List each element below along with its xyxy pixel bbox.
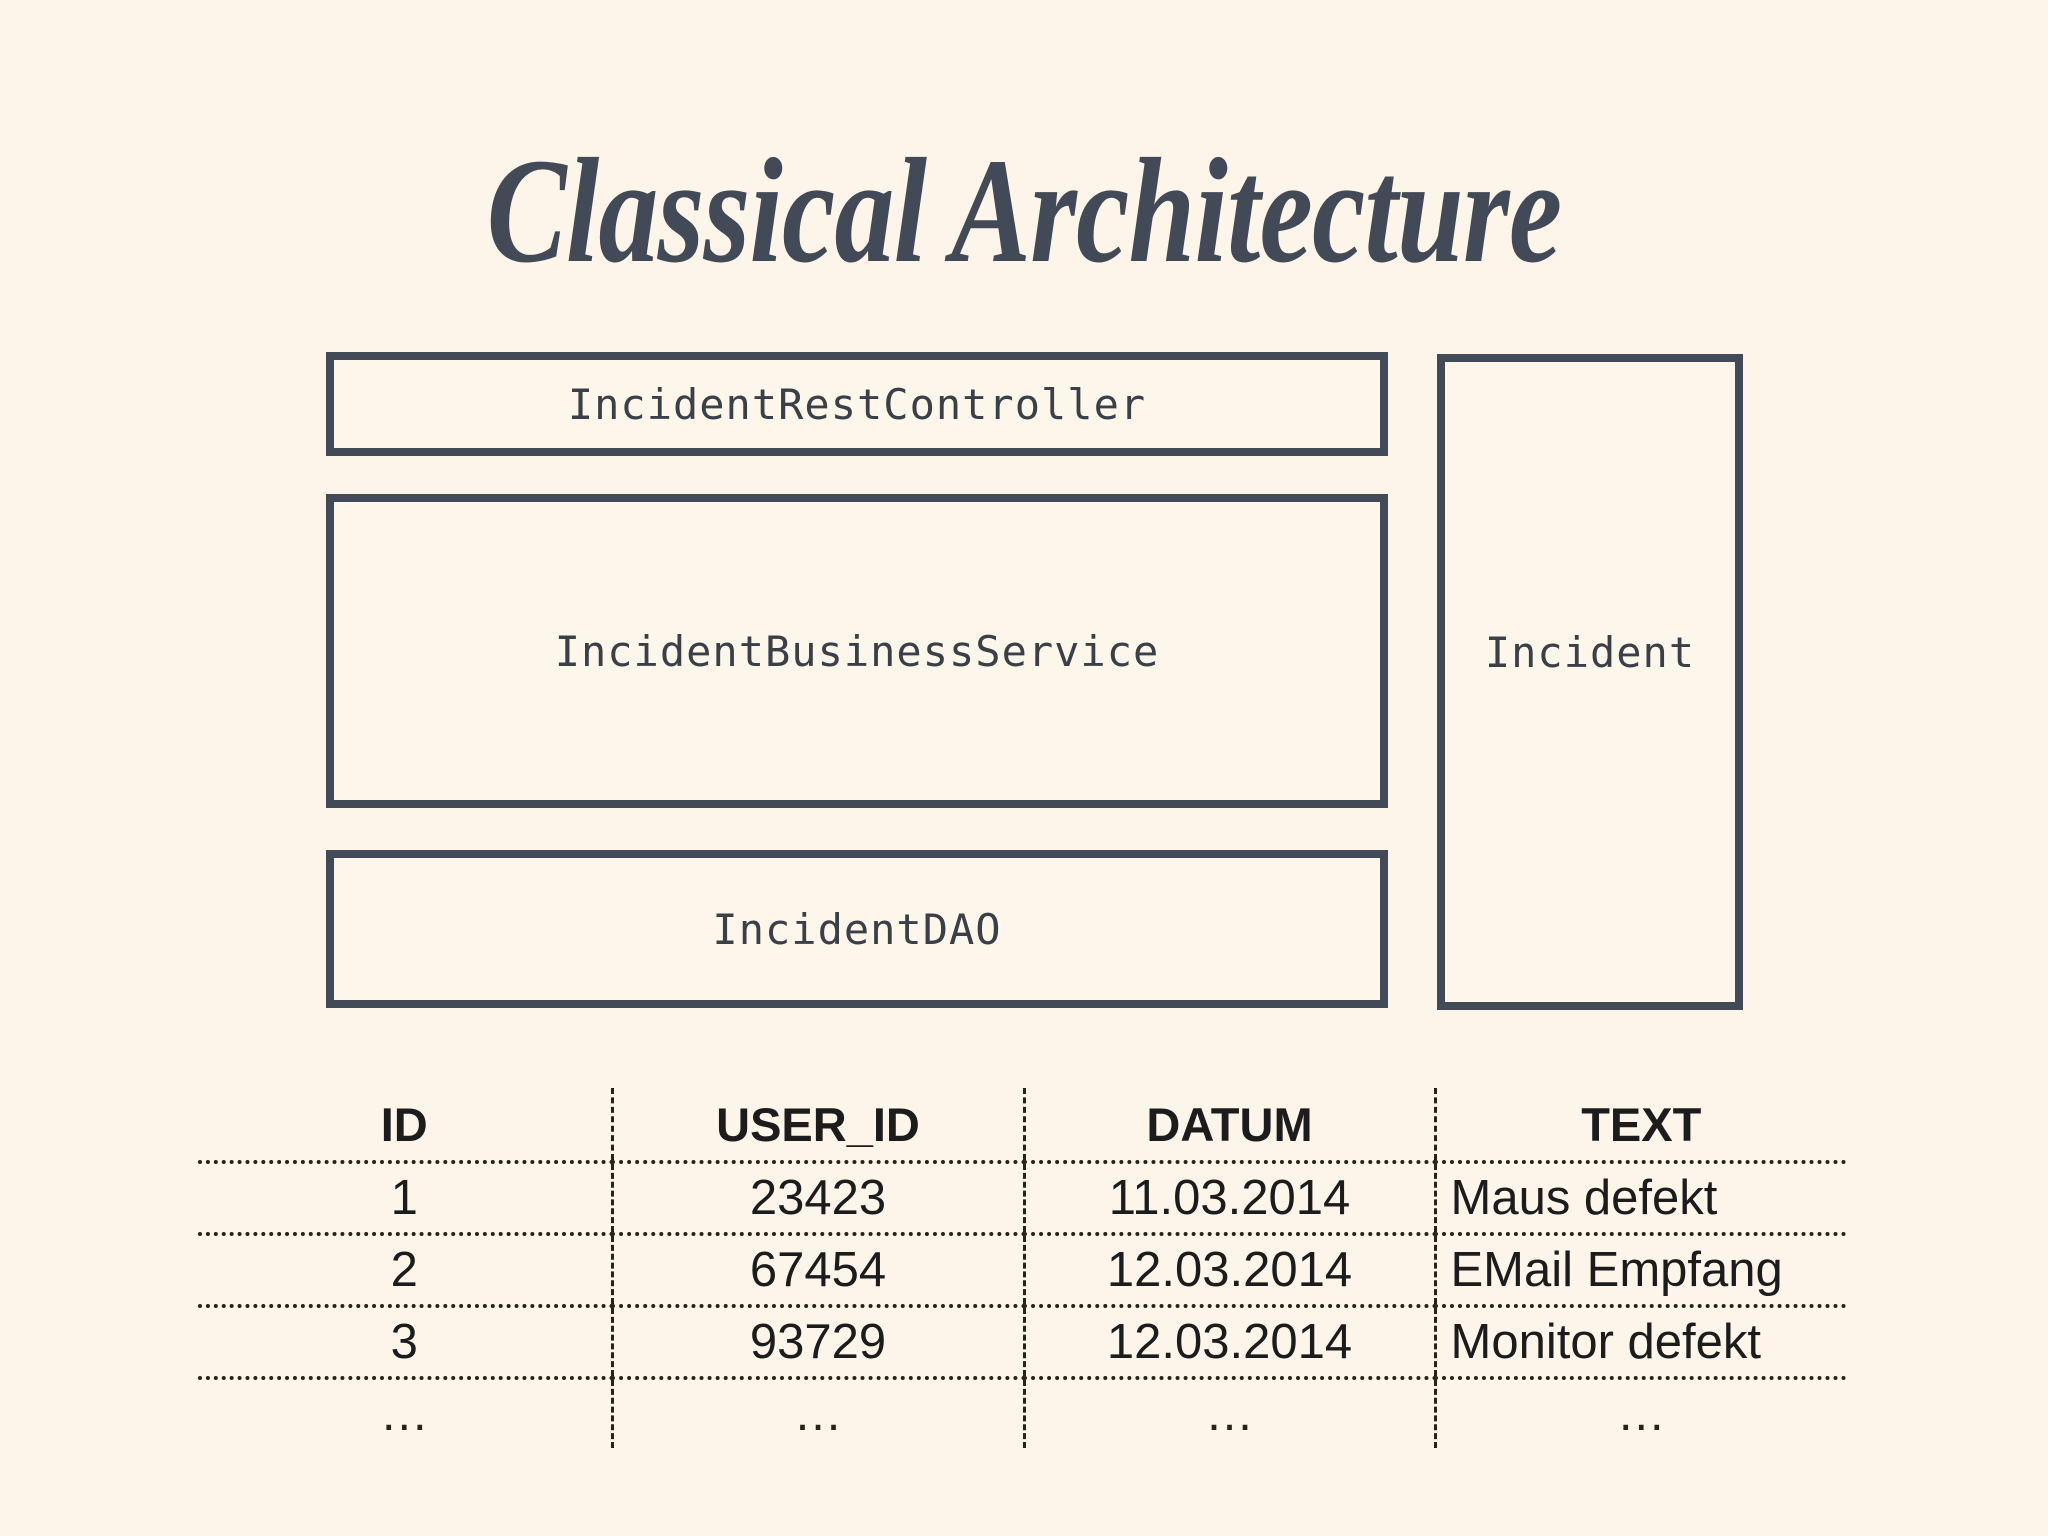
entity-label-incident: Incident (1484, 628, 1696, 677)
column-header-text: TEXT (1581, 1097, 1702, 1151)
table-row: 2 67454 12.03.2014 EMail Empfang (198, 1234, 1846, 1306)
incident-database-table: ID USER_ID DATUM TEXT 1 23423 11.03.2014… (198, 1088, 1846, 1448)
column-header-id: ID (198, 1088, 614, 1162)
cell-datum: 12.03.2014 (1024, 1234, 1437, 1306)
cell-user-id-ellipsis: … (612, 1378, 1026, 1448)
table-row: 3 93729 12.03.2014 Monitor defekt (198, 1306, 1846, 1378)
table-header-row: ID USER_ID DATUM TEXT (198, 1088, 1846, 1162)
cell-user-id: 93729 (612, 1306, 1026, 1378)
cell-id: 2 (198, 1234, 614, 1306)
layer-label-controller: IncidentRestController (567, 379, 1147, 429)
cell-user-id: 23423 (612, 1162, 1026, 1234)
entity-box-incident: Incident (1437, 354, 1743, 1010)
database-table-wrapper: ID USER_ID DATUM TEXT 1 23423 11.03.2014… (198, 1088, 1846, 1468)
cell-text: EMail Empfang (1450, 1243, 1783, 1297)
column-header-user-id: USER_ID (612, 1088, 1026, 1162)
cell-user-id: 67454 (612, 1234, 1026, 1306)
cell-id: 3 (198, 1306, 614, 1378)
layer-box-dao: IncidentDAO (326, 850, 1388, 1008)
cell-datum-ellipsis: … (1024, 1378, 1437, 1448)
layer-label-business-service: IncidentBusinessService (554, 626, 1160, 676)
column-header-datum: DATUM (1024, 1088, 1437, 1162)
cell-datum: 12.03.2014 (1024, 1306, 1437, 1378)
layer-box-controller: IncidentRestController (326, 352, 1388, 456)
cell-text: Maus defekt (1450, 1171, 1718, 1225)
cell-id-ellipsis: … (198, 1378, 614, 1448)
table-row: 1 23423 11.03.2014 Maus defekt (198, 1162, 1846, 1234)
cell-text: Monitor defekt (1450, 1315, 1762, 1369)
page-title: Classical Architecture (486, 128, 1562, 294)
table-row-continuation: … … … … (198, 1378, 1846, 1448)
layer-label-dao: IncidentDAO (712, 904, 1002, 954)
cell-id: 1 (198, 1162, 614, 1234)
cell-text-ellipsis: … (1616, 1387, 1666, 1441)
cell-datum: 11.03.2014 (1024, 1162, 1437, 1234)
layer-box-business-service: IncidentBusinessService (326, 494, 1388, 808)
